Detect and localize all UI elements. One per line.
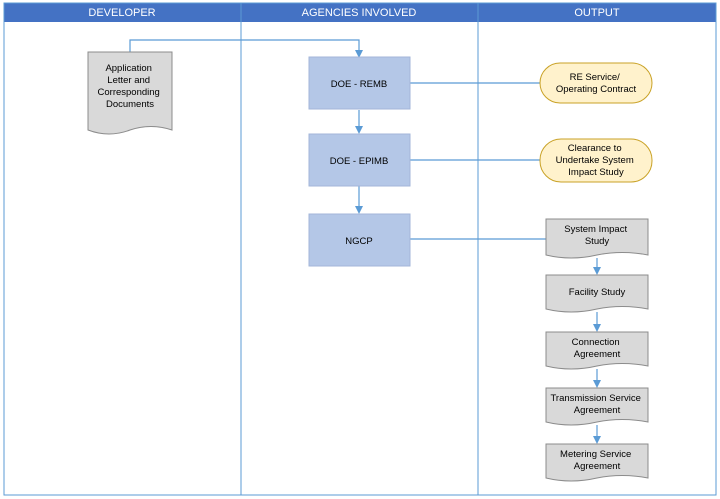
lane-title-output: OUTPUT [574, 7, 620, 19]
ngcp-box [308, 213, 411, 267]
transmission-label: Transmission Service Agreement [550, 393, 643, 416]
application-document-shape [87, 51, 173, 135]
lane-title-developer: DEVELOPER [88, 7, 155, 19]
doe-epimb-box [308, 133, 411, 187]
lane-header-bar [4, 3, 716, 22]
doe-remb-label: DOE - REMB [331, 79, 387, 90]
clearance-label: Clearance to Undertake System Impact Stu… [556, 143, 637, 178]
system-impact-document-shape [545, 218, 649, 259]
re-service-label: RE Service/ Operating Contract [556, 72, 637, 95]
metering-label: Metering Service Agreement [560, 449, 634, 472]
connection-document-shape [545, 331, 649, 370]
metering-document-shape [545, 443, 649, 482]
re-service-terminator [539, 62, 653, 104]
doe-epimb-label: DOE - EPIMB [330, 156, 389, 167]
connector-application-to-remb [129, 39, 363, 58]
connection-label: Connection Agreement [572, 337, 623, 360]
swimlane-frame [3, 2, 717, 496]
transmission-document-shape [545, 387, 649, 426]
facility-label: Facility Study [569, 287, 626, 298]
system-impact-label: System Impact Study [564, 224, 629, 247]
facility-document-shape [545, 274, 649, 313]
ngcp-label: NGCP [345, 236, 372, 247]
lane-title-agencies: AGENCIES INVOLVED [302, 7, 417, 19]
clearance-terminator [539, 138, 653, 183]
application-document-label: Application Letter and Corresponding Doc… [98, 63, 163, 110]
doe-remb-box [308, 56, 411, 110]
